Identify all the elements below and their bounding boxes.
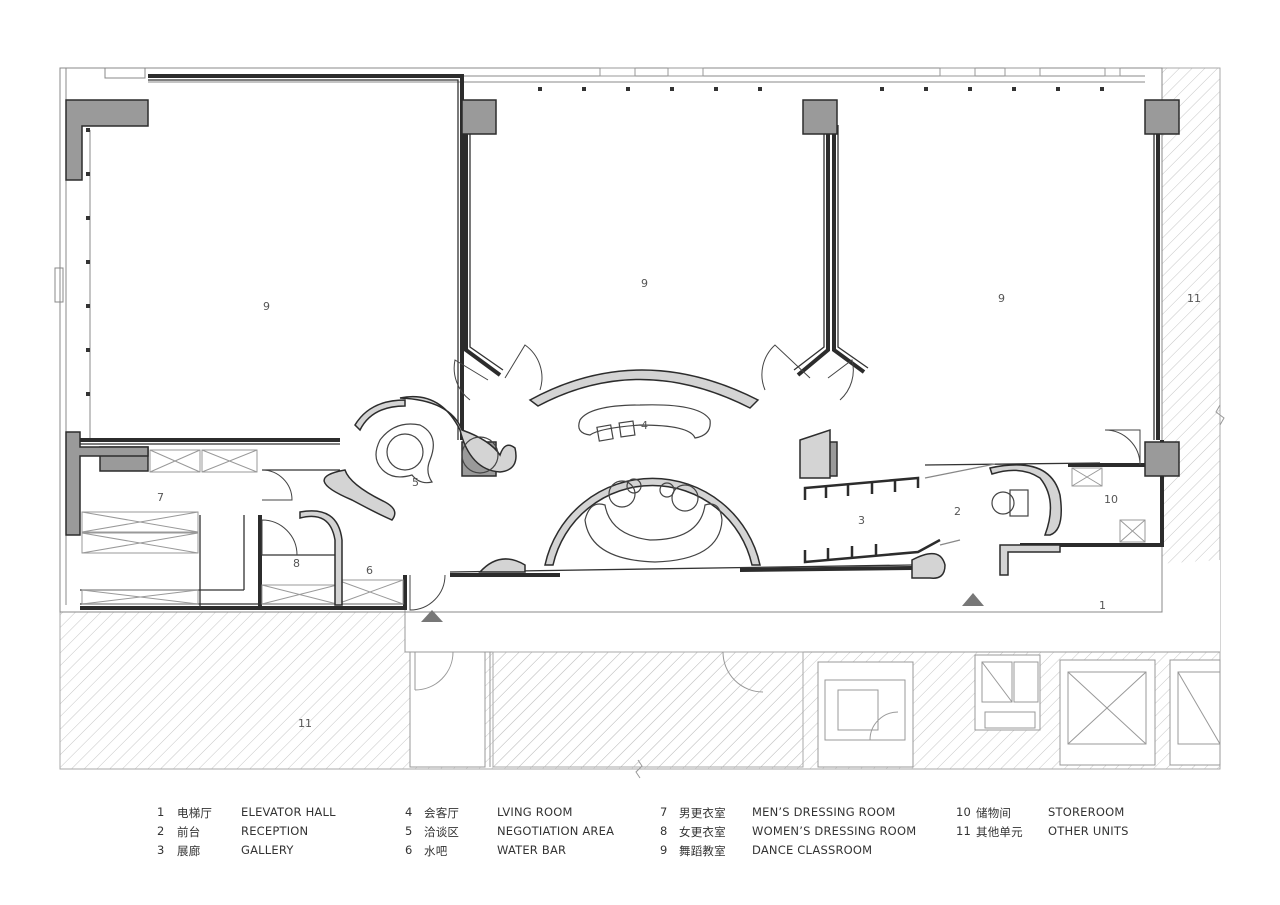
room-label-11b: 11 <box>298 717 312 730</box>
living-room-furniture <box>578 404 711 442</box>
room-label-7: 7 <box>157 491 164 504</box>
room-label-9a: 9 <box>263 300 270 313</box>
door-swings <box>261 344 1141 611</box>
room-label-2: 2 <box>954 505 961 518</box>
elevator-hall-area <box>404 560 1220 653</box>
gallery-fins <box>803 476 941 564</box>
entrance-markers <box>421 593 984 622</box>
negotiation-furniture <box>375 423 499 484</box>
top-window-frames <box>599 67 1121 77</box>
columns <box>99 99 1180 477</box>
window-posts <box>86 87 1104 396</box>
room-labels: 1 2 3 4 5 6 7 8 9 9 9 10 11 11 <box>157 277 1201 730</box>
curved-walls <box>299 369 1062 606</box>
room-label-9c: 9 <box>998 292 1005 305</box>
room-label-9b: 9 <box>641 277 648 290</box>
room-label-11a: 11 <box>1187 292 1201 305</box>
reception-furniture <box>991 489 1029 517</box>
room-label-8: 8 <box>293 557 300 570</box>
room-label-3: 3 <box>858 514 865 527</box>
room-label-10: 10 <box>1104 493 1118 506</box>
outer-boundary <box>54 67 1163 613</box>
main-walls <box>80 74 1164 610</box>
break-marks <box>635 404 1225 779</box>
lockers <box>81 449 1146 605</box>
room-label-5: 5 <box>412 476 419 489</box>
lower-units-details <box>409 651 1221 768</box>
room-label-6: 6 <box>366 564 373 577</box>
inner-walls <box>80 79 1155 608</box>
gallery-furniture <box>584 478 723 563</box>
room-label-1: 1 <box>1099 599 1106 612</box>
gallery-diagonal <box>924 463 996 546</box>
corner-walls <box>65 99 149 536</box>
room-label-4: 4 <box>641 419 648 432</box>
